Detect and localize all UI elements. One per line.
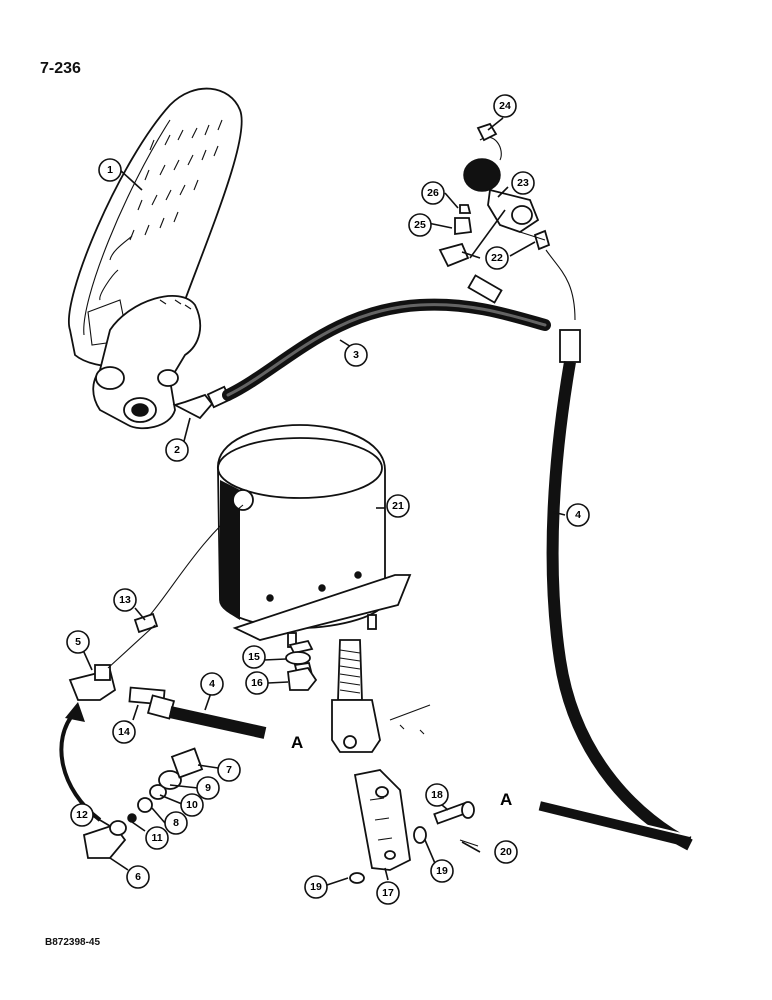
callout-13: 13 xyxy=(113,588,137,612)
letter-a-left: A xyxy=(291,733,303,752)
callout-20: 20 xyxy=(494,840,518,864)
callout-5: 5 xyxy=(66,630,90,654)
svg-text:6: 6 xyxy=(135,871,141,883)
pushrod-clevis xyxy=(288,639,431,753)
callout-17-clevis: 17 xyxy=(414,829,426,841)
svg-text:14: 14 xyxy=(118,726,130,738)
svg-text:5: 5 xyxy=(75,636,81,648)
slack-adjuster xyxy=(353,769,411,871)
callout-11: 11 xyxy=(145,826,169,850)
callout-19-left: 19 xyxy=(304,875,328,899)
callout-1: 1 xyxy=(98,158,122,182)
clevis-pin xyxy=(349,801,479,884)
callout-4-left: 4 xyxy=(200,672,224,696)
elbow-fitting xyxy=(172,385,232,420)
callout-9: 9 xyxy=(196,776,220,800)
callout-17-lower: 17 xyxy=(376,881,400,905)
hose-4 xyxy=(538,329,693,851)
leader-lines xyxy=(82,117,566,886)
svg-text:12: 12 xyxy=(76,809,88,821)
pressure-switch xyxy=(438,122,576,321)
callout-6: 6 xyxy=(126,865,150,889)
svg-text:25: 25 xyxy=(414,219,426,231)
fitting-stack xyxy=(82,747,204,859)
callout-14: 14 xyxy=(112,720,136,744)
callout-21: 21 xyxy=(386,494,410,518)
svg-text:4: 4 xyxy=(575,509,581,521)
svg-text:1: 1 xyxy=(107,164,113,176)
svg-text:19: 19 xyxy=(436,865,448,877)
svg-text:2: 2 xyxy=(174,444,180,456)
svg-text:7: 7 xyxy=(226,764,232,776)
letter-a-right: A xyxy=(500,790,512,809)
svg-text:10: 10 xyxy=(186,799,198,811)
callout-7: 7 xyxy=(217,758,241,782)
svg-text:15: 15 xyxy=(248,651,260,663)
nut-washer xyxy=(285,651,318,691)
callout-3: 3 xyxy=(344,343,368,367)
callout-26: 26 xyxy=(421,181,445,205)
callout-15: 15 xyxy=(242,645,266,669)
callout-25: 25 xyxy=(408,213,432,237)
callout-2: 2 xyxy=(165,438,189,462)
svg-text:18: 18 xyxy=(431,789,443,801)
hose-3 xyxy=(222,274,551,401)
svg-text:19: 19 xyxy=(310,881,322,893)
callout-24: 24 xyxy=(493,94,517,118)
svg-text:8: 8 xyxy=(173,817,179,829)
callouts: 1 2 3 4 4 5 6 7 8 9 10 11 12 13 14 15 16… xyxy=(66,94,590,905)
svg-text:4: 4 xyxy=(209,678,215,690)
callout-18: 18 xyxy=(425,783,449,807)
brake-chamber xyxy=(217,424,412,648)
tee-fitting xyxy=(68,612,267,739)
callout-8: 8 xyxy=(164,811,188,835)
svg-text:17: 17 xyxy=(382,887,394,899)
svg-text:26: 26 xyxy=(427,187,439,199)
svg-text:13: 13 xyxy=(119,594,131,606)
page-number: 7-236 xyxy=(40,60,81,77)
svg-text:24: 24 xyxy=(499,100,511,112)
svg-text:9: 9 xyxy=(205,782,211,794)
svg-text:20: 20 xyxy=(500,846,512,858)
svg-text:21: 21 xyxy=(392,500,404,512)
svg-text:3: 3 xyxy=(353,349,359,361)
svg-text:11: 11 xyxy=(151,832,162,844)
callout-19-right: 19 xyxy=(430,859,454,883)
valve-body xyxy=(92,295,202,430)
svg-text:22: 22 xyxy=(491,252,503,264)
callout-12: 12 xyxy=(70,803,94,827)
drawing-code: B872398-45 xyxy=(45,937,101,948)
callout-4-right: 4 xyxy=(566,503,590,527)
svg-text:16: 16 xyxy=(251,677,263,689)
callout-16: 16 xyxy=(245,671,269,695)
callout-22: 22 xyxy=(485,246,509,270)
callout-10: 10 xyxy=(180,793,204,817)
svg-text:23: 23 xyxy=(517,177,529,189)
callout-23: 23 xyxy=(511,171,535,195)
